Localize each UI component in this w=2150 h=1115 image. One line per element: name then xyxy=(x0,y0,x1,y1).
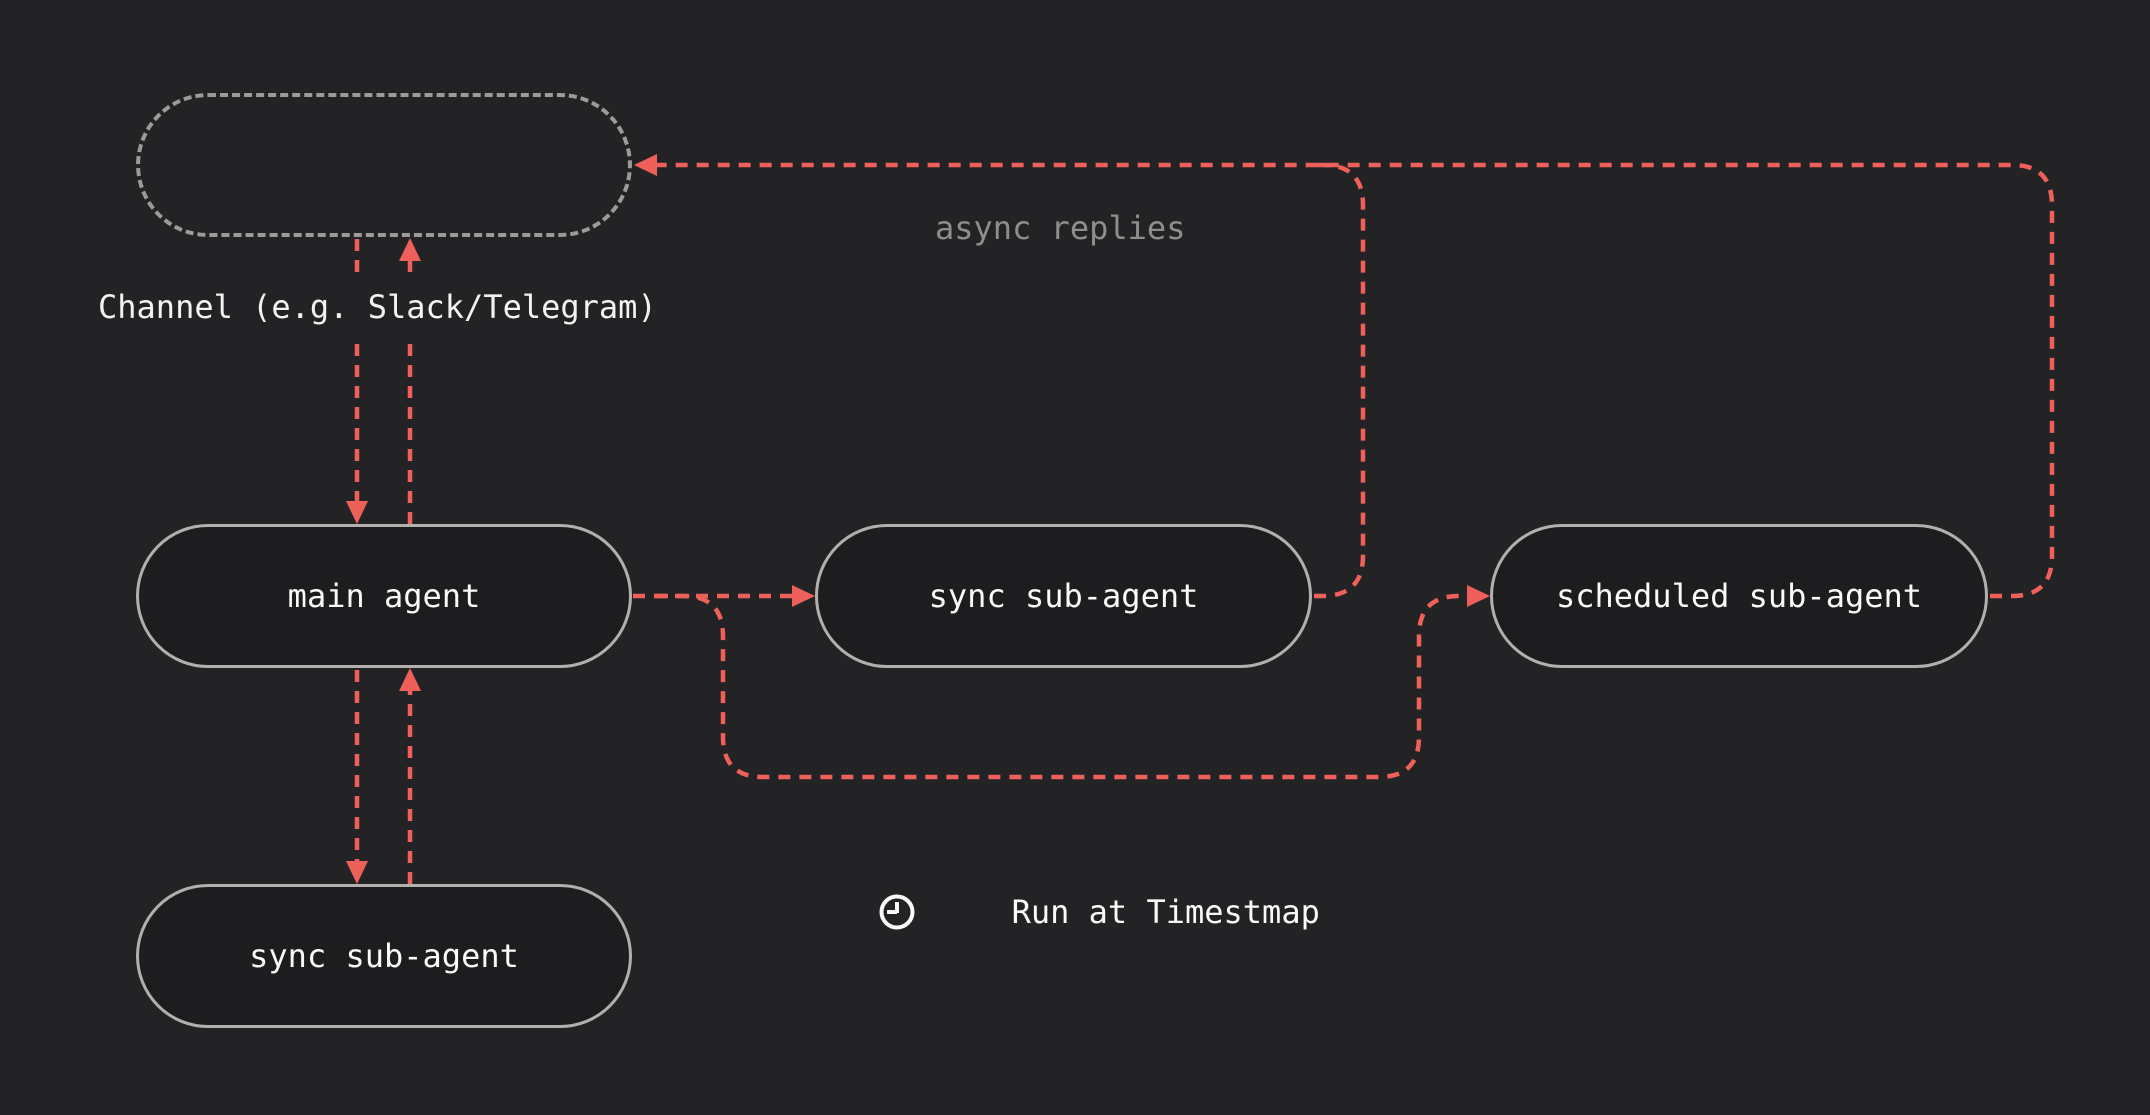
node-scheduled-sub-agent-label: scheduled sub-agent xyxy=(1555,577,1923,615)
arrowhead-into-sync-left xyxy=(792,585,815,607)
label-channel: Channel (e.g. Slack/Telegram) xyxy=(94,277,661,337)
arrowhead-into-channel-right xyxy=(634,154,657,176)
label-run-at-text: Run at Timestmap xyxy=(1011,893,1320,931)
node-sync-sub-agent-label: sync sub-agent xyxy=(928,577,1199,615)
node-channel xyxy=(136,93,632,237)
arrowhead-into-channel-bottom xyxy=(399,238,421,261)
label-run-at-timestamp: Run at Timestmap xyxy=(877,812,1320,1012)
node-main-agent-label: main agent xyxy=(287,577,481,615)
node-main-agent: main agent xyxy=(136,524,632,668)
node-sync-sub-agent-bottom: sync sub-agent xyxy=(136,884,632,1028)
clock-icon xyxy=(877,812,993,1012)
edge-main-to-scheduled xyxy=(656,593,1467,780)
edge-sync-to-channel-async xyxy=(1310,162,1366,599)
arrowhead-into-main-top xyxy=(346,501,368,524)
node-sync-sub-agent-bottom-label: sync sub-agent xyxy=(249,937,519,975)
arrowhead-into-main-bottom xyxy=(399,668,421,691)
label-async-replies: async replies xyxy=(935,209,1186,247)
node-scheduled-sub-agent: scheduled sub-agent xyxy=(1490,524,1988,668)
arrowhead-into-bottom-sync-top xyxy=(346,861,368,884)
node-sync-sub-agent: sync sub-agent xyxy=(815,524,1312,668)
arrowhead-into-scheduled-left xyxy=(1467,585,1490,607)
edge-scheduled-to-channel-async xyxy=(656,162,2055,599)
